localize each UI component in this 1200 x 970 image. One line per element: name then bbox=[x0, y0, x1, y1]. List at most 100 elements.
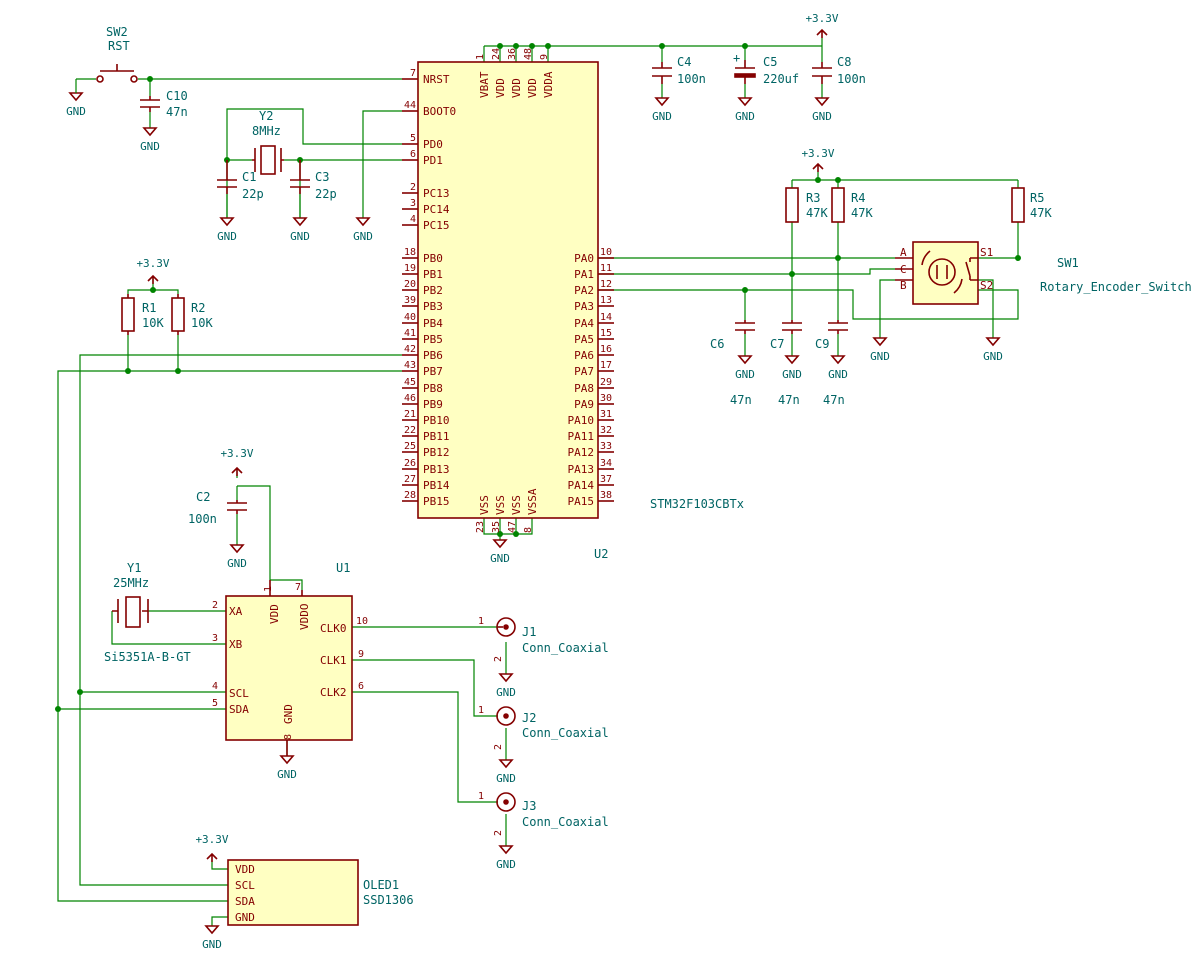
gnd-symbol: GND bbox=[490, 539, 510, 565]
gnd-label: GND bbox=[812, 110, 832, 123]
mcu-pin-name: BOOT0 bbox=[423, 105, 456, 118]
mcu-pin-name: PB13 bbox=[423, 463, 450, 476]
mcu-pin-name: VSS bbox=[510, 495, 523, 515]
mcu-pin-name: PB10 bbox=[423, 414, 450, 427]
crystal-y2[interactable]: Y2 8MHz bbox=[252, 109, 284, 175]
mcu-pin-name: PB8 bbox=[423, 382, 443, 395]
mcu-pin-name: VSSA bbox=[526, 488, 539, 515]
gnd-label: GND bbox=[496, 858, 516, 871]
sw1-ref: SW1 bbox=[1057, 256, 1079, 270]
u1-ref: U1 bbox=[336, 561, 350, 575]
j1-value: Conn_Coaxial bbox=[522, 641, 609, 655]
u1-xa-num: 2 bbox=[212, 600, 218, 611]
mcu-pin-num: 3 bbox=[410, 198, 416, 209]
mcu-pin-num: 14 bbox=[600, 312, 612, 323]
mcu-pin-num: 36 bbox=[507, 48, 518, 60]
resistor-r5[interactable]: R5 47K bbox=[1011, 187, 1052, 223]
mcu-pin-name: PA5 bbox=[574, 333, 594, 346]
gnd-symbol: GND bbox=[202, 925, 222, 951]
r2-value: 10K bbox=[191, 316, 213, 330]
mcu-pin-num: 37 bbox=[600, 474, 612, 485]
sw1-value: Rotary_Encoder_Switch bbox=[1040, 280, 1192, 294]
mcu-pin-num: 28 bbox=[404, 490, 416, 501]
resistor-r1[interactable]: R1 10K bbox=[121, 294, 164, 335]
c8-value: 100n bbox=[837, 72, 866, 86]
gnd-label: GND bbox=[828, 368, 848, 381]
resistor-r2[interactable]: R2 10K bbox=[171, 294, 213, 335]
capacitor-c7[interactable]: C7 47n bbox=[770, 320, 802, 407]
capacitor-c4[interactable]: C4 100n bbox=[652, 55, 706, 86]
coax-j3[interactable]: 1 2 J3 Conn_Coaxial bbox=[478, 791, 609, 836]
crystal-y1[interactable]: Y1 25MHz bbox=[112, 561, 149, 628]
mcu-pin-name: VDD bbox=[526, 78, 539, 98]
mcu-pin-num: 4 bbox=[410, 214, 416, 225]
gnd-label: GND bbox=[140, 140, 160, 153]
u1-clk1-num: 9 bbox=[358, 649, 364, 660]
capacitor-c2[interactable]: C2 100n bbox=[188, 490, 247, 526]
enc-pin-s1: S1 bbox=[980, 246, 993, 259]
mcu-pin-name: PD0 bbox=[423, 138, 443, 151]
u1-sda: SDA bbox=[229, 703, 249, 716]
coax-j1[interactable]: 1 2 J1 Conn_Coaxial bbox=[478, 616, 609, 662]
mcu-value: STM32F103CBTx bbox=[650, 497, 744, 511]
mcu-pin-name: PD1 bbox=[423, 154, 443, 167]
capacitor-c10[interactable]: C10 47n bbox=[140, 89, 188, 119]
gnd-symbol: GND bbox=[735, 97, 755, 123]
u1-xb-num: 3 bbox=[212, 633, 218, 644]
coax-j2[interactable]: 1 2 J2 Conn_Coaxial bbox=[478, 705, 609, 750]
mcu-pin-num: 34 bbox=[600, 458, 612, 469]
gnd-label: GND bbox=[490, 552, 510, 565]
capacitor-c3[interactable]: C3 22p bbox=[290, 160, 337, 201]
mcu-pin-num: 8 bbox=[523, 527, 534, 533]
mcu-pin-name: PA10 bbox=[568, 414, 595, 427]
oled-gnd: GND bbox=[235, 911, 255, 924]
r1-ref: R1 bbox=[142, 301, 156, 315]
mcu-pin-name: PB2 bbox=[423, 284, 443, 297]
u1-vddo-num: 7 bbox=[295, 582, 301, 593]
clockgen-u1[interactable]: XA XB SCL SDA CLK0 CLK1 CLK2 VDD VDDO GN… bbox=[104, 561, 368, 756]
capacitor-c9[interactable]: C9 47n bbox=[815, 320, 848, 407]
mcu-u2[interactable]: NRST7BOOT044PD05PD16PC132PC143PC154PB018… bbox=[402, 48, 744, 561]
mcu-pin-name: VSS bbox=[478, 495, 491, 515]
mcu-pin-num: 16 bbox=[600, 344, 612, 355]
gnd-label: GND bbox=[496, 772, 516, 785]
mcu-pin-num: 24 bbox=[491, 48, 502, 60]
mcu-pin-name: PA11 bbox=[568, 430, 595, 443]
mcu-pin-num: 30 bbox=[600, 393, 612, 404]
rotary-encoder-sw1[interactable]: A C B S1 S2 SW1 Rotary_Encoder_Switch bbox=[895, 241, 1192, 305]
gnd-label: GND bbox=[277, 768, 297, 781]
c9-ref: C9 bbox=[815, 337, 829, 351]
resistor-r3[interactable]: R3 47K bbox=[785, 187, 828, 223]
mcu-pin-name: PA15 bbox=[568, 495, 595, 508]
reset-switch-sw2[interactable]: SW2 RST bbox=[96, 25, 138, 83]
capacitor-c8[interactable]: C8 100n bbox=[812, 55, 866, 86]
capacitor-c5[interactable]: + C5 220uf bbox=[733, 51, 799, 86]
vcc-symbol: +3.3V bbox=[220, 447, 254, 476]
sw2-value: RST bbox=[108, 39, 130, 53]
gnd-symbol: GND bbox=[870, 337, 890, 363]
capacitor-c1[interactable]: C1 22p bbox=[217, 160, 264, 201]
y2-value: 8MHz bbox=[252, 124, 281, 138]
gnd-label: GND bbox=[782, 368, 802, 381]
mcu-pin-name: PA2 bbox=[574, 284, 594, 297]
mcu-pin-num: 48 bbox=[523, 48, 534, 60]
gnd-symbol: GND bbox=[227, 544, 247, 570]
enc-pin-a: A bbox=[900, 246, 907, 259]
oled-vdd: VDD bbox=[235, 863, 255, 876]
j3-value: Conn_Coaxial bbox=[522, 815, 609, 829]
gnd-label: GND bbox=[227, 557, 247, 570]
j2-pin1: 1 bbox=[478, 705, 484, 716]
oled-display[interactable]: VDD SCL SDA GND OLED1 SSD1306 bbox=[227, 859, 414, 926]
gnd-symbol: GND bbox=[652, 97, 672, 123]
r3-value: 47K bbox=[806, 206, 828, 220]
resistor-r4[interactable]: R4 47K bbox=[831, 187, 873, 223]
mcu-pin-name: VBAT bbox=[478, 71, 491, 98]
r3-ref: R3 bbox=[806, 191, 820, 205]
c10-value: 47n bbox=[166, 105, 188, 119]
capacitor-c6[interactable]: C6 47n bbox=[710, 320, 755, 407]
r5-value: 47K bbox=[1030, 206, 1052, 220]
